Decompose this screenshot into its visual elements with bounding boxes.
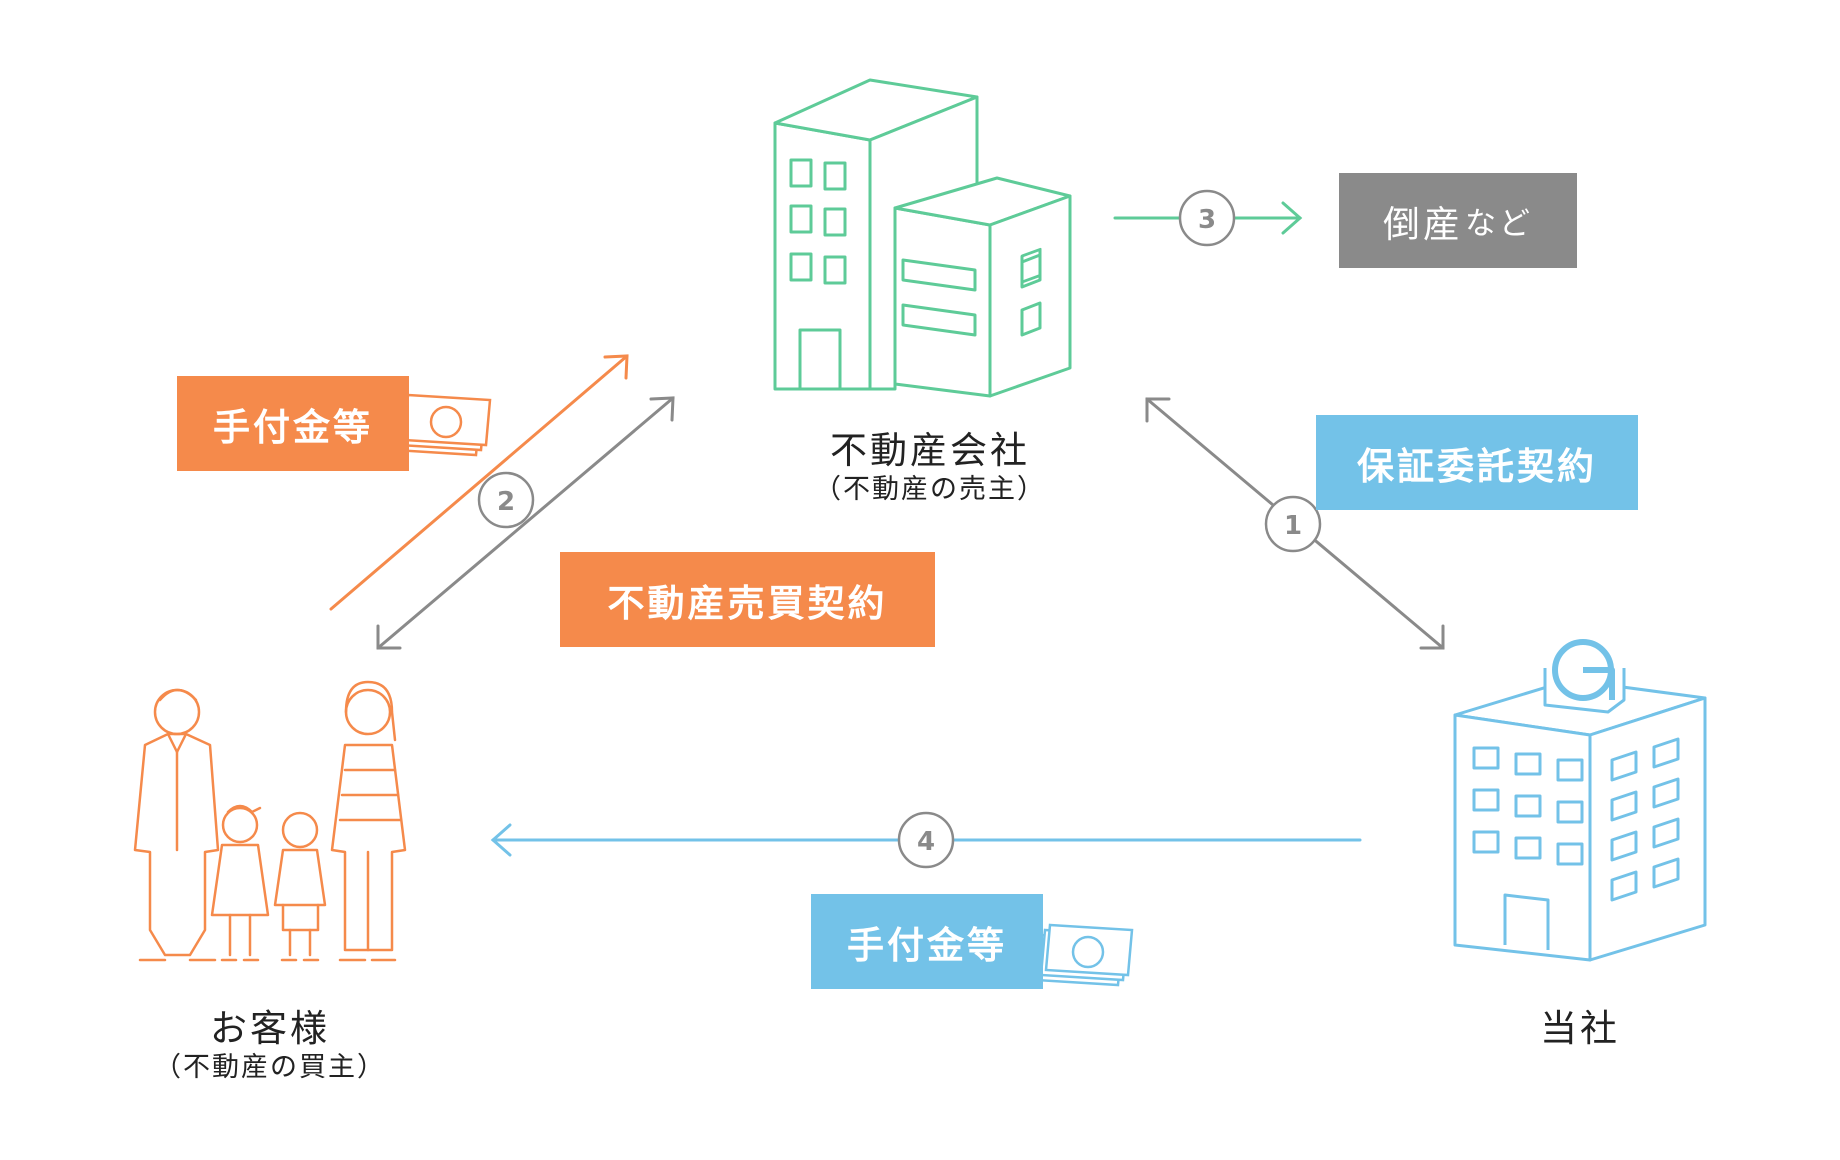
sales-contract-label: 不動産売買契約 bbox=[607, 581, 888, 625]
svg-text:4: 4 bbox=[917, 827, 935, 857]
bankruptcy-label: 倒産 bbox=[1383, 202, 1463, 246]
svg-text:2: 2 bbox=[497, 487, 515, 517]
company-name: 当社 bbox=[1540, 1007, 1620, 1050]
deposit-tag-bottom-label: 手付金等 bbox=[847, 923, 1007, 967]
step-3-badge: 3 bbox=[1178, 189, 1236, 247]
bankruptcy-suffix: など bbox=[1465, 206, 1533, 242]
sales-contract-tag: 不動産売買契約 bbox=[560, 552, 935, 647]
step-4-badge: 4 bbox=[897, 811, 955, 869]
guarantee-contract-label: 保証委託契約 bbox=[1357, 444, 1597, 488]
buyer-name: お客様 bbox=[210, 1007, 330, 1050]
office-buildings-icon bbox=[773, 78, 1072, 398]
svg-text:1: 1 bbox=[1284, 511, 1302, 541]
deposit-arrow bbox=[329, 354, 629, 611]
banknote-stack-icon bbox=[392, 393, 492, 457]
family-icon bbox=[133, 680, 407, 962]
step-2-badge: 2 bbox=[477, 471, 535, 529]
banknote-stack-icon bbox=[1034, 923, 1134, 987]
seller-role: （不動産の売主） bbox=[814, 474, 1046, 505]
svg-text:3: 3 bbox=[1198, 205, 1216, 235]
deposit-tag-bottom: 手付金等 bbox=[811, 894, 1043, 989]
step-1-badge: 1 bbox=[1264, 495, 1322, 553]
sales-contract-arrow bbox=[376, 396, 675, 650]
deposit-tag-top-label: 手付金等 bbox=[213, 405, 373, 449]
bankruptcy-tag: 倒産など bbox=[1339, 173, 1577, 268]
company-building-icon bbox=[1453, 639, 1707, 962]
buyer-role: （不動産の買主） bbox=[154, 1052, 386, 1083]
guarantee-contract-tag: 保証委託契約 bbox=[1316, 415, 1638, 510]
seller-name: 不動産会社 bbox=[830, 429, 1030, 472]
deposit-tag-top: 手付金等 bbox=[177, 376, 409, 471]
